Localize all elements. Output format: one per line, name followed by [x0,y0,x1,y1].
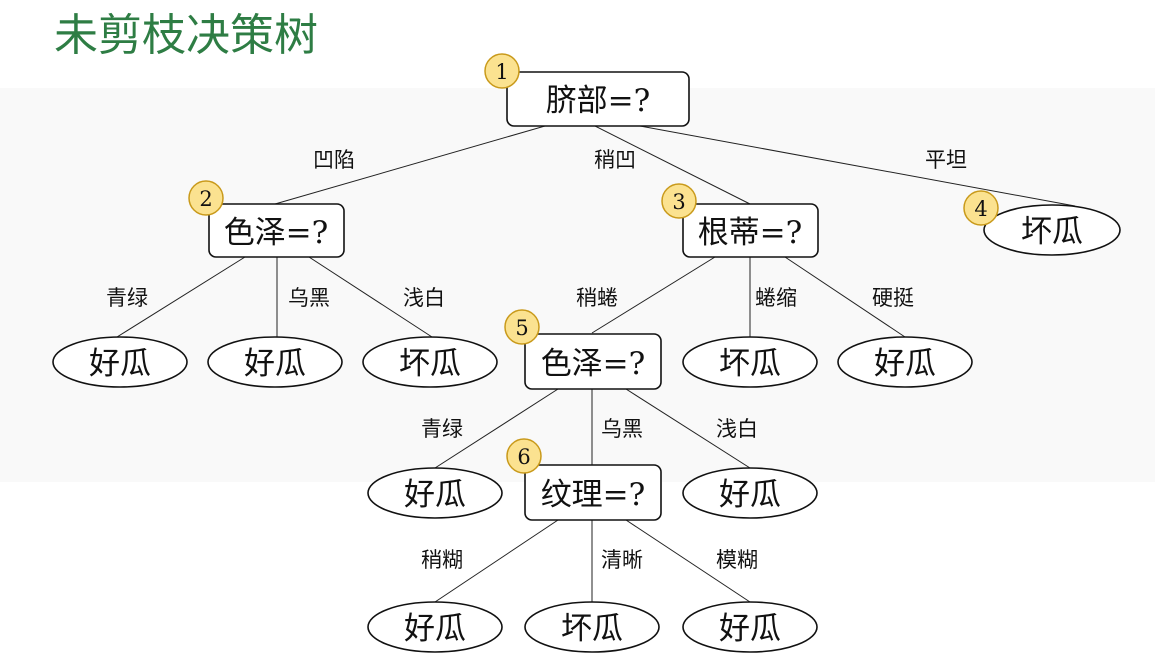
leaf-label: 坏瓜 [1021,214,1083,250]
edge-label-n5-n6: 乌黑 [601,417,643,441]
node-label: 色泽=? [224,215,329,251]
leaf-nodes: 好瓜 好瓜 坏瓜 坏瓜 好瓜 好瓜 好瓜 好瓜 [52,336,973,653]
node-box [524,333,662,390]
node-box [682,203,819,258]
leaf-node: 好瓜 [682,601,818,653]
tree-edges [116,125,1076,603]
badge-node-5: 5 [504,309,540,345]
leaf-ellipse [682,467,818,519]
decision-node-root: 脐部=? [506,71,690,127]
edge-label-n6-c: 模糊 [716,548,758,572]
badge-number: 2 [199,187,212,211]
edge-root-n4 [639,125,1076,207]
edge-label-root-n4: 平坦 [925,148,967,172]
edge-n3-c [784,256,906,338]
decision-node-5: 色泽=? [524,333,662,390]
node-label: 脐部=? [546,83,651,119]
node-badges: 1 2 3 4 5 6 [188,53,999,474]
leaf-label: 好瓜 [244,346,306,382]
edge-root-n3 [594,125,751,205]
badge-number: 3 [672,190,685,214]
badge-number: 1 [495,60,508,84]
edge-n3-n5 [591,256,716,334]
leaf-node: 好瓜 [682,467,818,519]
leaf-ellipse [682,601,818,653]
edge-label-n6-b: 清晰 [601,548,643,572]
edge-labels: 凹陷 稍凹 平坦 青绿 乌黑 浅白 稍蜷 蜷缩 硬挺 青绿 乌黑 浅白 稍糊 清… [106,148,967,572]
leaf-label: 坏瓜 [561,611,623,647]
page-title: 未剪枝决策树 [54,10,318,61]
leaf-node: 坏瓜 [682,336,818,388]
edge-label-n3-b: 蜷缩 [755,286,797,310]
leaf-label: 坏瓜 [719,346,781,382]
decision-node-6: 纹理=? [524,464,662,521]
leaf-node: 好瓜 [52,336,188,388]
edge-root-n2 [274,125,546,205]
edge-n5-a [434,388,559,469]
edge-label-n2-a: 青绿 [106,286,148,310]
node-label: 根蒂=? [698,215,803,251]
leaf-label: 好瓜 [719,611,781,647]
leaf-node: 好瓜 [207,336,343,388]
node-box [524,464,662,521]
leaf-node: 坏瓜 [362,336,498,388]
leaf-ellipse [52,336,188,388]
decision-node-3: 根蒂=? [682,203,819,258]
badge-node-6: 6 [506,438,542,474]
leaf-node: 好瓜 [367,601,503,653]
edge-label-n6-a: 稍糊 [421,548,463,572]
edge-label-root-n3: 稍凹 [594,148,636,172]
edge-n2-a [116,256,246,338]
edge-n6-c [625,519,751,603]
badge-number: 5 [515,316,528,340]
leaf-node: 坏瓜 [524,601,660,653]
badge-number: 4 [974,197,987,221]
decision-node-2: 色泽=? [208,203,345,258]
leaf-label: 坏瓜 [399,346,461,382]
node-box [208,203,345,258]
leaf-ellipse [682,336,818,388]
edge-n5-c [625,388,751,469]
badge-circle [506,438,542,474]
badge-node-4: 4 [963,190,999,226]
leaf-ellipse [362,336,498,388]
badge-circle [661,183,697,219]
edge-label-n2-b: 乌黑 [288,286,330,310]
edge-label-n5-a: 青绿 [421,417,463,441]
badge-number: 6 [517,445,530,469]
edge-label-n2-c: 浅白 [403,286,445,310]
node-label: 色泽=? [541,346,646,382]
badge-node-1: 1 [484,53,520,89]
badge-circle [484,53,520,89]
node-box [506,71,690,127]
leaf-label: 好瓜 [89,346,151,382]
leaf-ellipse [367,467,503,519]
leaf-ellipse [367,601,503,653]
badge-circle [963,190,999,226]
badge-node-2: 2 [188,180,224,216]
badge-circle [188,180,224,216]
diagram-background [0,88,1155,482]
edge-n2-c [308,256,433,338]
leaf-ellipse [207,336,343,388]
badge-node-3: 3 [661,183,697,219]
edge-label-root-n2: 凹陷 [313,148,355,172]
leaf-label: 好瓜 [874,346,936,382]
leaf-ellipse [524,601,660,653]
leaf-label: 好瓜 [719,477,781,513]
edge-n6-a [434,519,559,603]
leaf-ellipse [983,204,1121,256]
leaf-ellipse [837,336,973,388]
edge-label-n3-n5: 稍蜷 [576,286,618,310]
edge-label-n3-c: 硬挺 [872,286,914,310]
leaf-node-4: 坏瓜 [983,204,1121,256]
badge-circle [504,309,540,345]
node-label: 纹理=? [541,477,646,513]
leaf-label: 好瓜 [404,611,466,647]
leaf-label: 好瓜 [404,477,466,513]
leaf-node: 好瓜 [367,467,503,519]
edge-label-n5-c: 浅白 [716,417,758,441]
leaf-node: 好瓜 [837,336,973,388]
